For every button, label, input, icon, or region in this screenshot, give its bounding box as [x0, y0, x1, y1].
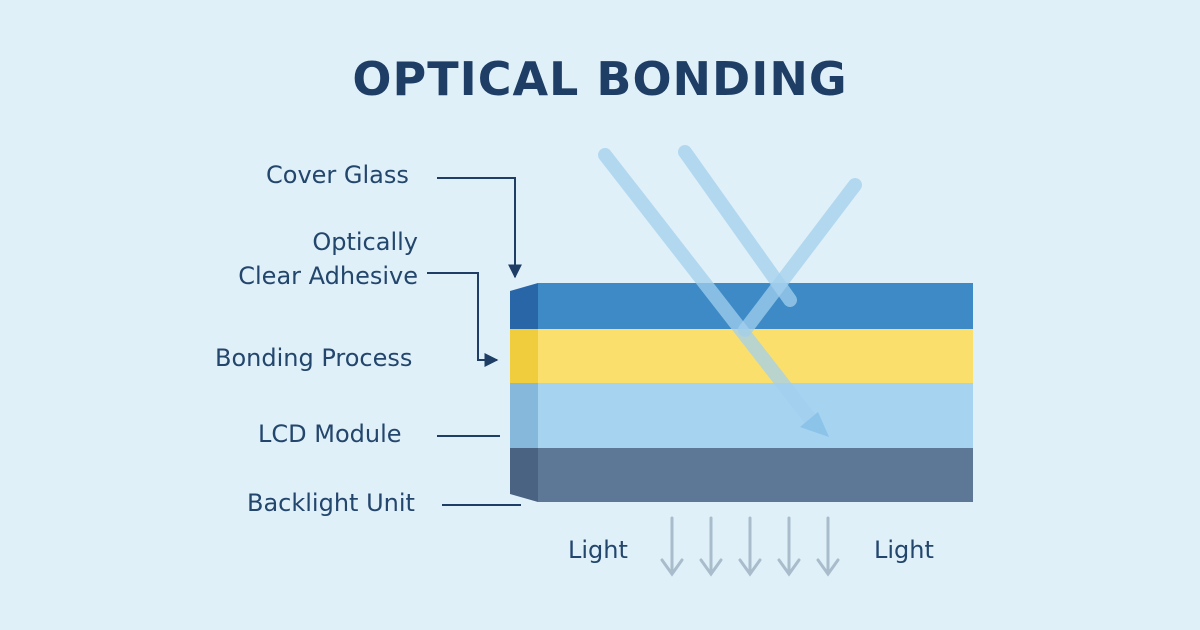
adhesive-layer-side [510, 329, 538, 383]
incident-ray-2 [678, 145, 797, 307]
adhesive-leader [427, 272, 499, 367]
bonding-process-label: Bonding Process [215, 344, 413, 372]
light-label-left: Light [568, 536, 628, 564]
incident-ray-arrowhead [800, 412, 829, 437]
down-arrow-icon [738, 516, 762, 577]
cover-glass-leader [437, 177, 522, 279]
lcd-module-layer [538, 383, 973, 448]
page-title: OPTICAL BONDING [352, 52, 848, 106]
lcd-module-layer-side [510, 383, 538, 448]
leader-lines [427, 177, 522, 506]
backlight-unit-label: Backlight Unit [247, 489, 415, 517]
light-label-right: Light [874, 536, 934, 564]
light-arrows [660, 516, 840, 577]
light-rays [598, 145, 862, 437]
cover-glass-label: Cover Glass [266, 161, 409, 189]
oca-label-line2: Clear Adhesive [238, 262, 418, 290]
down-arrow-icon [777, 516, 801, 577]
down-arrow-icon [699, 516, 723, 577]
oca-label-line1: Optically [312, 228, 418, 256]
optically-clear-adhesive-label: Optically Clear Adhesive [238, 225, 418, 293]
down-arrow-icon [816, 516, 840, 577]
backlight-layer-side [510, 448, 538, 502]
layer-stack [510, 283, 973, 502]
down-arrow-icon [660, 516, 684, 577]
lcd-module-label: LCD Module [258, 420, 402, 448]
incident-ray-1 [598, 148, 822, 432]
backlight-layer [538, 448, 973, 502]
cover-glass-layer-side [510, 283, 538, 329]
reflected-ray [738, 178, 862, 337]
